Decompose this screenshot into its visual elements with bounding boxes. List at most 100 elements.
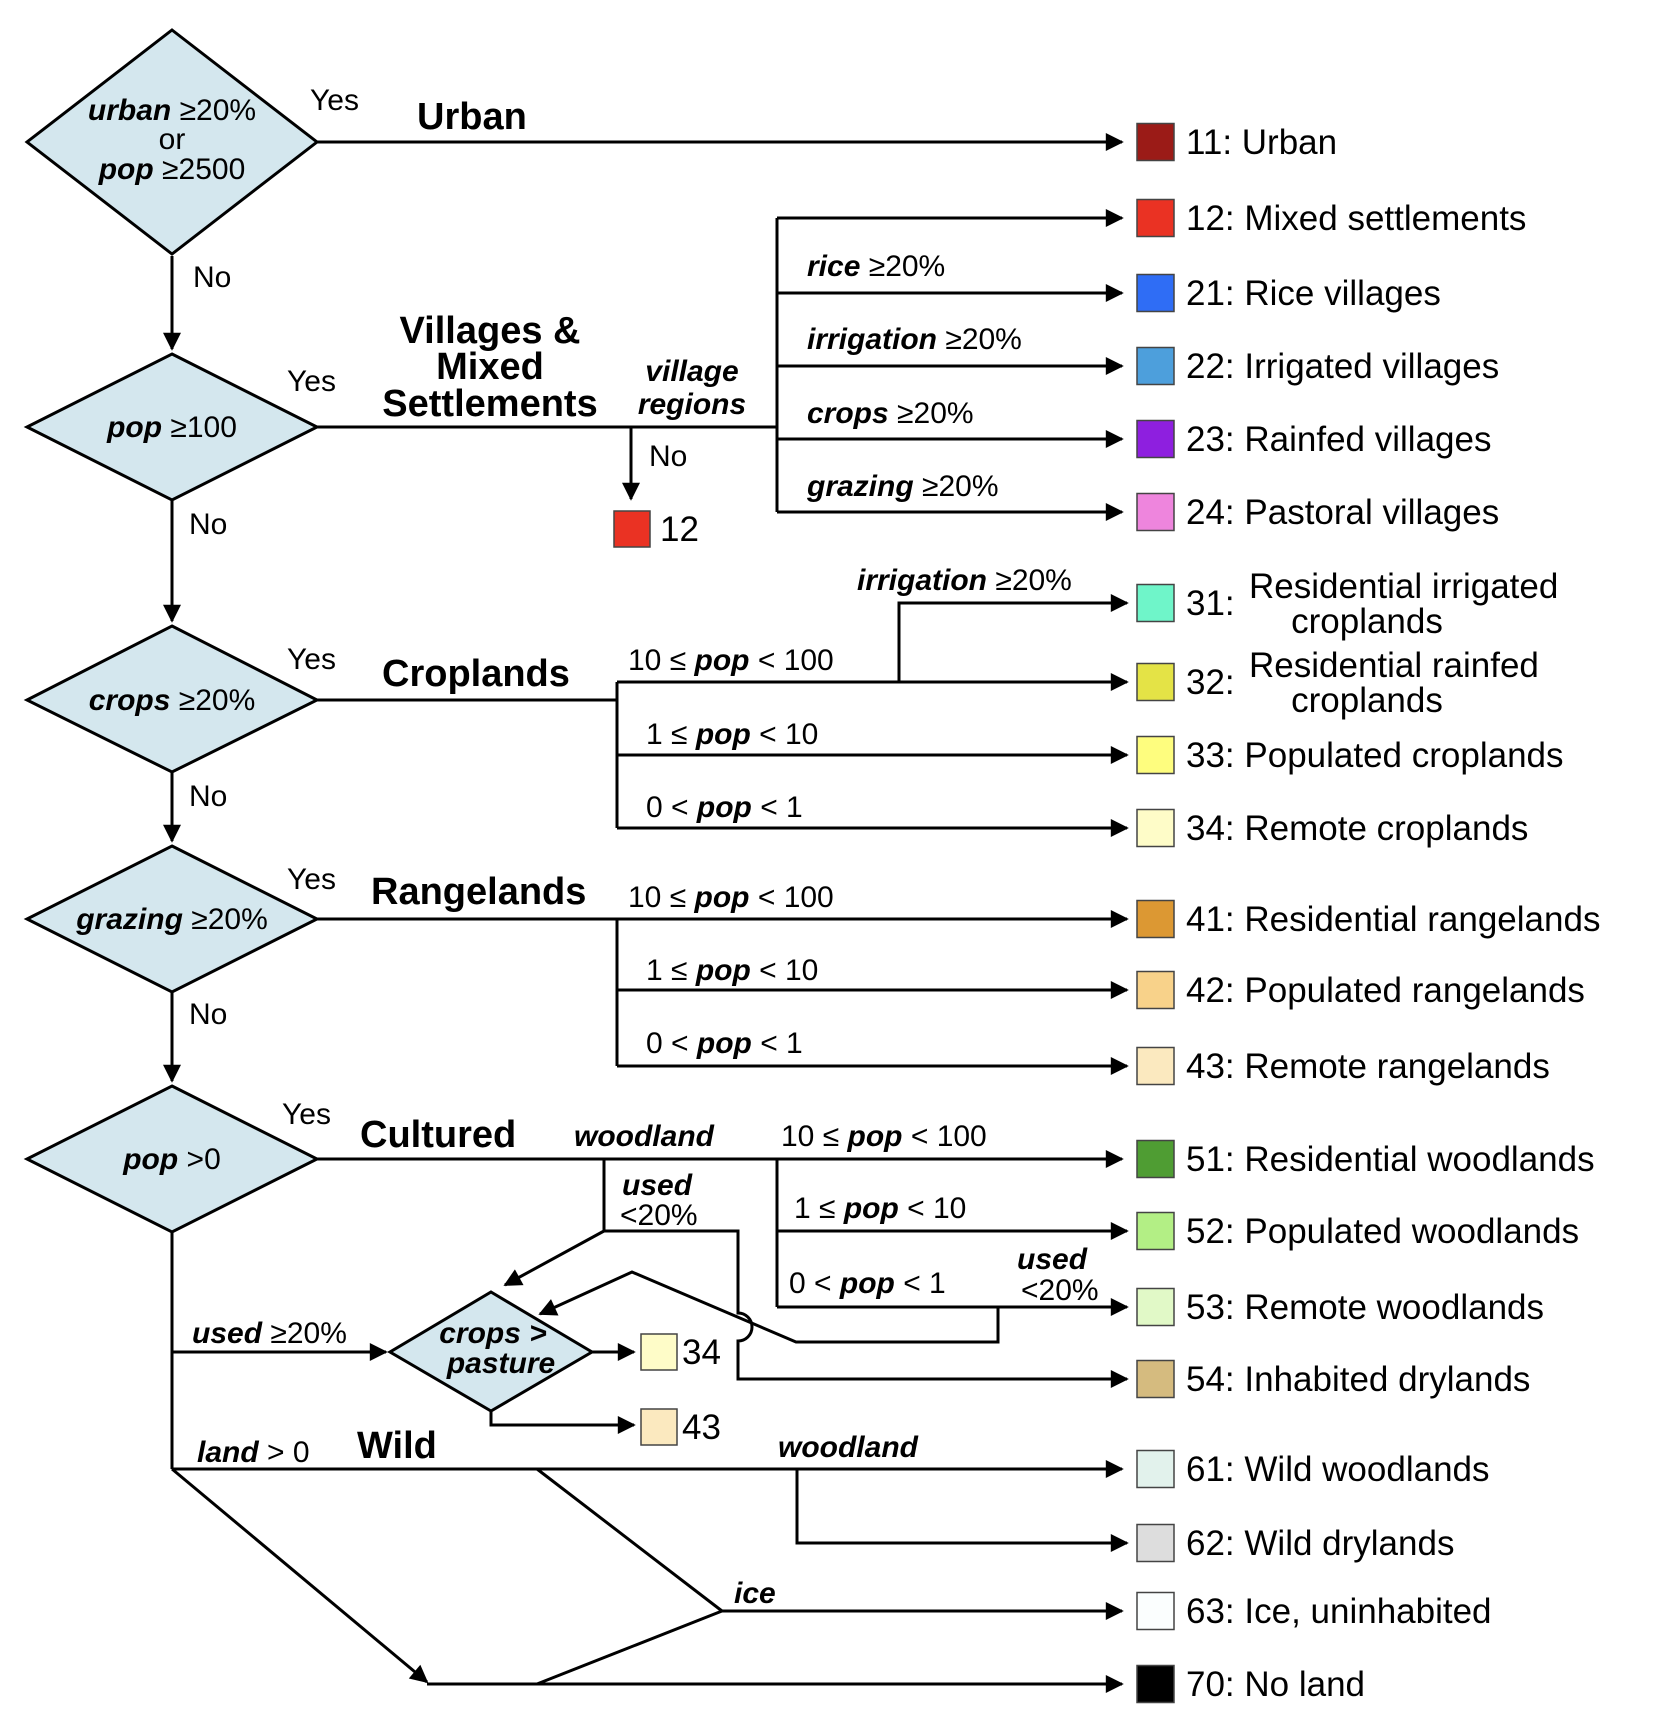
arrow-woodland-to-crops-pasture [503,1229,605,1287]
label-wood-pop-10-100: 10 ≤ pop < 100 [781,1120,987,1153]
label-crops: crops ≥20% [807,397,974,430]
class-entry-33: 33: Populated croplands [1136,735,1564,775]
class-swatch-24 [1136,492,1175,532]
arrow-to-62 [795,1469,1129,1552]
cond-pop-100: pop ≥100 [106,411,237,444]
diamond-urban [24,28,320,256]
decision-villages: pop ≥100 [23,352,321,502]
cond-pasture: pasture [446,1347,555,1380]
mini-label-43: 43 [682,1408,721,1447]
class-label-21: 21: Rice villages [1186,274,1441,313]
class-label-32-line2: croplands [1291,681,1443,720]
class-swatch-52 [1136,1211,1175,1251]
class-entry-11: 11: Urban [1136,122,1337,162]
decision-crops: crops ≥20% [23,624,321,774]
diamond-grazing [23,844,321,994]
label-lt20-remote: <20% [1021,1274,1099,1307]
label-lt20-woodland: <20% [620,1199,698,1232]
class-entry-53: 53: Remote woodlands [1136,1287,1544,1327]
class-label-11: 11: Urban [1186,123,1337,162]
arrow-to-no-land-junction [171,1467,429,1684]
label-wood-pop-1-10: 1 ≤ pop < 10 [794,1192,966,1225]
mini-classes: 12 34 43 [613,510,721,1447]
class-swatch-31 [1136,583,1175,623]
cond-or: or [159,123,186,156]
no-label-crops: No [189,780,227,813]
diamond-crops [23,624,321,774]
cond-pop-0: pop >0 [122,1143,221,1176]
diamond-populated [23,1084,321,1234]
label-village-line1: village [645,355,738,388]
class-label-54: 54: Inhabited drylands [1186,1360,1530,1399]
label-woodland-cultured: woodland [574,1120,715,1153]
diamond-crops-pasture [387,1290,595,1413]
label-used-remote: used [1017,1243,1088,1276]
condition-labels: village regions rice ≥20% irrigation ≥20… [192,250,1099,1610]
class-code-31: 31: [1186,584,1235,623]
class-label-33: 33: Populated croplands [1186,736,1564,775]
cond-crops-20: crops ≥20% [89,684,256,717]
class-label-52: 52: Populated woodlands [1186,1212,1579,1251]
heading-urban: Urban [417,96,527,138]
cond-urban: urban ≥20% [88,94,256,127]
class-swatch-62 [1136,1523,1175,1563]
class-swatch-42 [1136,970,1175,1010]
arrow-remote-woodland-used-to-crops-pasture [538,1270,1000,1344]
label-range-pop-0-1: 0 < pop < 1 [646,1027,803,1060]
class-label-62: 62: Wild drylands [1186,1524,1454,1563]
decision-urban: urban ≥20% or pop ≥2500 [24,28,320,256]
class-label-24: 24: Pastoral villages [1186,493,1499,532]
class-entry-42: 42: Populated rangelands [1136,970,1585,1010]
class-label-32-line1: Residential rainfed [1249,646,1539,685]
yes-label-crops: Yes [287,643,336,676]
heading-cultured: Cultured [360,1114,516,1156]
class-swatch-33 [1136,735,1175,775]
class-swatch-34 [1136,808,1175,848]
class-label-31-line2: croplands [1291,602,1443,641]
yes-label-urban: Yes [310,84,359,117]
class-legend: 11: Urban 12: Mixed settlements 21: Rice v… [1136,122,1600,1704]
class-entry-22: 22: Irrigated villages [1136,346,1499,386]
class-entry-63: 63: Ice, uninhabited [1136,1591,1492,1631]
no-label-village-regions: No [649,440,687,473]
no-label-urban: No [193,261,231,294]
class-entry-23: 23: Rainfed villages [1136,419,1491,459]
class-label-51: 51: Residential woodlands [1186,1140,1595,1179]
line-wild-to-ice [536,1467,723,1613]
label-range-pop-1-10: 1 ≤ pop < 10 [646,954,818,987]
heading-croplands: Croplands [382,653,570,695]
decision-crops-pasture: crops > pasture [387,1290,595,1413]
yes-label-populated: Yes [282,1098,331,1131]
heading-villages-line2: Mixed [436,346,544,388]
mini-swatch-12 [613,510,651,548]
class-entry-21: 21: Rice villages [1136,273,1441,313]
no-label-villages: No [189,508,227,541]
class-entry-41: 41: Residential rangelands [1136,899,1600,939]
cond-grazing-20: grazing ≥20% [75,903,268,936]
class-entry-52: 52: Populated woodlands [1136,1211,1579,1251]
class-label-41: 41: Residential rangelands [1186,900,1600,939]
label-used-woodland: used [622,1169,693,1202]
line-noland-to-ice [536,1609,723,1686]
class-label-34: 34: Remote croplands [1186,809,1528,848]
class-label-42: 42: Populated rangelands [1186,971,1585,1010]
mini-swatch-34 [640,1333,678,1371]
no-label-grazing: No [189,998,227,1031]
connectors [163,133,1129,1693]
class-entry-54: 54: Inhabited drylands [1136,1359,1530,1399]
class-swatch-51 [1136,1139,1175,1179]
heading-wild: Wild [357,1425,437,1467]
class-entry-70: 70: No land [1136,1664,1365,1704]
class-swatch-61 [1136,1449,1175,1489]
class-entry-51: 51: Residential woodlands [1136,1139,1595,1179]
label-crop-pop-10-100: 10 ≤ pop < 100 [628,644,834,677]
class-swatch-53 [1136,1287,1175,1327]
heading-villages-line1: Villages & [400,310,581,352]
label-land-gt0: land > 0 [197,1436,310,1469]
mini-label-12: 12 [660,510,699,549]
class-entry-12: 12: Mixed settlements [1136,198,1526,238]
label-wood-pop-0-1: 0 < pop < 1 [789,1267,946,1300]
class-entry-62: 62: Wild drylands [1136,1523,1454,1563]
